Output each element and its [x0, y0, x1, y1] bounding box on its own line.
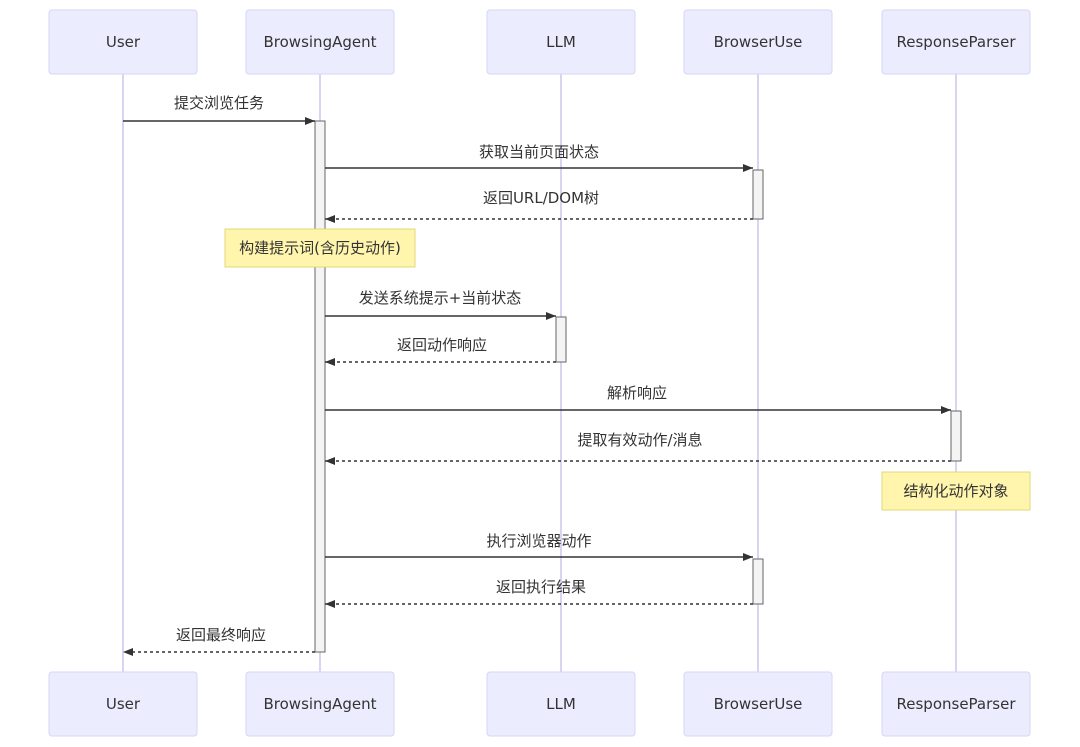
message-label: 提交浏览任务	[174, 94, 264, 112]
actor-label: BrowsingAgent	[264, 695, 377, 713]
message-return-final-response: 返回最终响应	[123, 626, 315, 656]
activation-browseruse-2	[752, 558, 764, 605]
actor-user-top: User	[48, 9, 198, 75]
note-build-prompt: 构建提示词(含历史动作)	[224, 228, 416, 268]
activations	[314, 120, 962, 653]
actor-label: LLM	[546, 33, 576, 51]
actor-llm-bottom: LLM	[486, 671, 636, 737]
messages: 提交浏览任务 获取当前页面状态 返回URL/DOM树 发送系统提示+当前状态 返…	[123, 94, 951, 656]
actor-responseparser-top: ResponseParser	[881, 9, 1031, 75]
message-label: 提取有效动作/消息	[577, 431, 702, 449]
actor-browseruse-bottom: BrowserUse	[683, 671, 833, 737]
note-label: 构建提示词(含历史动作)	[239, 239, 401, 257]
actors-bottom: User BrowsingAgent LLM BrowserUse Respon…	[48, 671, 1031, 737]
actor-llm-top: LLM	[486, 9, 636, 75]
message-label: 返回动作响应	[397, 336, 487, 354]
message-extract-action: 提取有效动作/消息	[325, 431, 951, 465]
actor-browsingagent-bottom: BrowsingAgent	[245, 671, 395, 737]
actor-label: User	[106, 695, 141, 713]
actor-user-bottom: User	[48, 671, 198, 737]
message-label: 获取当前页面状态	[479, 143, 599, 161]
message-parse-response: 解析响应	[325, 384, 951, 414]
actor-label: User	[106, 33, 141, 51]
actor-label: ResponseParser	[897, 33, 1017, 51]
actor-browseruse-top: BrowserUse	[683, 9, 833, 75]
message-return-execution-result: 返回执行结果	[325, 578, 753, 608]
activation-responseparser	[950, 410, 962, 462]
message-label: 发送系统提示+当前状态	[359, 289, 522, 307]
note-structured-action: 结构化动作对象	[881, 471, 1031, 511]
note-label: 结构化动作对象	[903, 482, 1008, 500]
message-return-action: 返回动作响应	[325, 336, 556, 366]
actor-responseparser-bottom: ResponseParser	[881, 671, 1031, 737]
message-label: 解析响应	[607, 384, 667, 402]
actor-label: BrowsingAgent	[264, 33, 377, 51]
message-get-page-state: 获取当前页面状态	[325, 143, 753, 172]
message-label: 返回最终响应	[176, 626, 266, 644]
message-return-url-dom: 返回URL/DOM树	[325, 189, 753, 223]
actors-top: User BrowsingAgent LLM BrowserUse Respon…	[48, 9, 1031, 75]
activation-browsingagent	[314, 120, 326, 653]
message-send-prompt: 发送系统提示+当前状态	[325, 289, 556, 320]
actor-label: BrowserUse	[714, 695, 803, 713]
activation-llm	[555, 316, 567, 363]
message-execute-browser-action: 执行浏览器动作	[325, 532, 753, 561]
actor-label: LLM	[546, 695, 576, 713]
actor-label: ResponseParser	[897, 695, 1017, 713]
activation-browseruse-1	[752, 169, 764, 220]
notes: 构建提示词(含历史动作) 结构化动作对象	[224, 228, 1031, 511]
message-submit-task: 提交浏览任务	[123, 94, 315, 125]
message-label: 返回URL/DOM树	[483, 189, 599, 207]
actor-browsingagent-top: BrowsingAgent	[245, 9, 395, 75]
message-label: 执行浏览器动作	[486, 532, 591, 550]
actor-label: BrowserUse	[714, 33, 803, 51]
message-label: 返回执行结果	[496, 578, 586, 596]
